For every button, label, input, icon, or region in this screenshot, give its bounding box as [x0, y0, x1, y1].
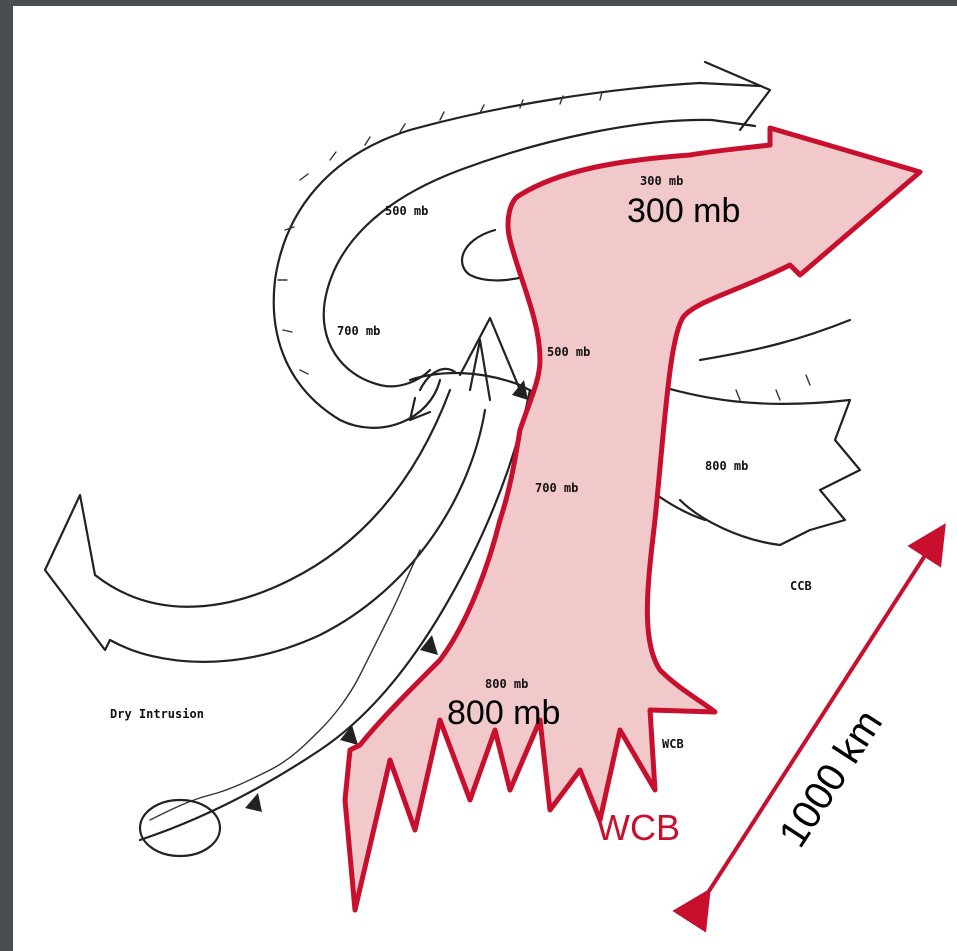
label-800mb-small: 800 mb [485, 677, 528, 691]
label-300mb-small: 300 mb [640, 174, 683, 188]
label-800mb-large: 800 mb [447, 694, 560, 732]
label-wcb-small: WCB [662, 737, 684, 751]
scale-arrow [700, 540, 935, 905]
label-scale-1000km: 1000 km [771, 702, 891, 855]
label-upper-500mb: 500 mb [385, 204, 428, 218]
label-wcb-large: WCB [596, 807, 680, 848]
label-300mb-large: 300 mb [627, 192, 740, 230]
label-center-500mb: 500 mb [547, 345, 590, 359]
label-ccb: CCB [790, 579, 812, 593]
label-dry-intrusion: Dry Intrusion [110, 707, 204, 721]
label-center-700mb: 700 mb [535, 481, 578, 495]
label-left-700mb: 700 mb [337, 324, 380, 338]
label-right-800mb: 800 mb [705, 459, 748, 473]
